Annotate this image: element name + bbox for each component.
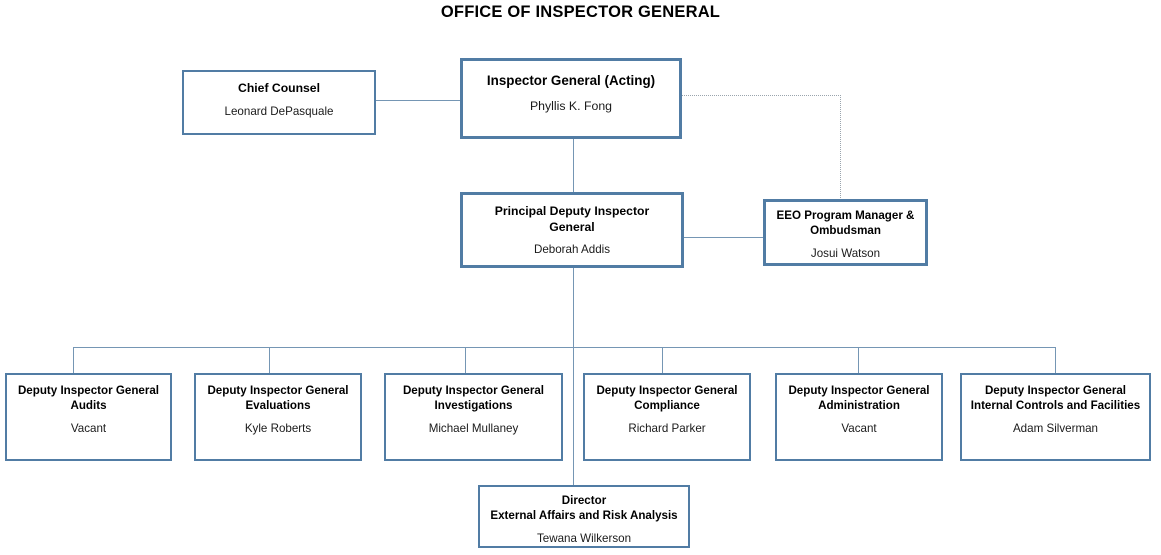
node-person: Josui Watson (810, 246, 881, 260)
node-title-line-2: General (549, 219, 595, 234)
connector-drop-deputy-4 (662, 347, 663, 374)
node-chief-counsel[interactable]: Chief Counsel Leonard DePasquale (182, 70, 376, 135)
node-deputy-administration[interactable]: Deputy Inspector General Administration … (775, 373, 943, 461)
connector-main-trunk (573, 266, 574, 486)
connector-drop-deputy-3 (465, 347, 466, 374)
node-title-line-1: Deputy Inspector General (207, 384, 349, 397)
connector-principal-deputy-to-eeo (683, 237, 764, 238)
node-director-external-affairs-and-risk-analysis[interactable]: Director External Affairs and Risk Analy… (478, 485, 690, 548)
node-person: Leonard DePasquale (224, 104, 334, 118)
node-title: Inspector General (Acting) (486, 73, 656, 88)
connector-chief-counsel-to-ig (375, 100, 461, 101)
node-title-line-1: Deputy Inspector General (596, 384, 738, 397)
connector-drop-deputy-2 (269, 347, 270, 374)
node-person: Kyle Roberts (244, 421, 312, 435)
connector-ig-to-eeo-dotted-horizontal (681, 95, 841, 96)
node-title-line-2: Internal Controls and Facilities (970, 398, 1141, 412)
node-person: Deborah Addis (533, 243, 611, 257)
node-title-line-2: Administration (818, 398, 900, 412)
connector-deputy-bus (73, 347, 1055, 348)
node-deputy-audits[interactable]: Deputy Inspector General Audits Vacant (5, 373, 172, 461)
node-title-line-2: Compliance (634, 398, 700, 412)
connector-drop-deputy-1 (73, 347, 74, 374)
node-title-line-2: Audits (70, 398, 107, 412)
node-title-line-2: Ombudsman (810, 223, 881, 237)
node-person: Vacant (841, 421, 877, 435)
node-deputy-investigations[interactable]: Deputy Inspector General Investigations … (384, 373, 563, 461)
connector-ig-to-principal-deputy (573, 137, 574, 193)
connector-drop-deputy-6 (1055, 347, 1056, 374)
node-title-line-1: Director (561, 494, 607, 507)
node-title-line-1: Principal Deputy Inspector (494, 204, 650, 218)
node-deputy-evaluations[interactable]: Deputy Inspector General Evaluations Kyl… (194, 373, 362, 461)
node-person: Phyllis K. Fong (529, 99, 612, 114)
node-title-line-1: Deputy Inspector General (788, 384, 930, 397)
node-title-line-2: Evaluations (245, 398, 311, 412)
node-deputy-compliance[interactable]: Deputy Inspector General Compliance Rich… (583, 373, 751, 461)
node-title-line-1: Deputy Inspector General (984, 384, 1127, 397)
node-title: Chief Counsel (238, 81, 320, 95)
node-person: Vacant (70, 421, 107, 435)
node-title-line-1: Deputy Inspector General (402, 384, 545, 397)
node-title-line-2: Investigations (434, 398, 513, 412)
page-title: OFFICE OF INSPECTOR GENERAL (440, 3, 721, 21)
connector-ig-to-eeo-dotted-vertical (840, 95, 841, 200)
node-title-line-2: External Affairs and Risk Analysis (490, 508, 678, 522)
node-eeo-program-manager-ombudsman[interactable]: EEO Program Manager & Ombudsman Josui Wa… (763, 199, 928, 266)
node-inspector-general[interactable]: Inspector General (Acting) Phyllis K. Fo… (460, 58, 682, 139)
node-person: Adam Silverman (1012, 421, 1099, 435)
node-person: Michael Mullaney (428, 421, 519, 435)
node-deputy-internal-controls-and-facilities[interactable]: Deputy Inspector General Internal Contro… (960, 373, 1151, 461)
connector-drop-deputy-5 (858, 347, 859, 374)
node-title-line-1: Deputy Inspector General (17, 384, 160, 397)
node-title-line-1: EEO Program Manager & (776, 209, 915, 222)
node-principal-deputy-inspector-general[interactable]: Principal Deputy Inspector General Debor… (460, 192, 684, 268)
node-person: Richard Parker (628, 421, 706, 435)
node-person: Tewana Wilkerson (536, 531, 632, 545)
